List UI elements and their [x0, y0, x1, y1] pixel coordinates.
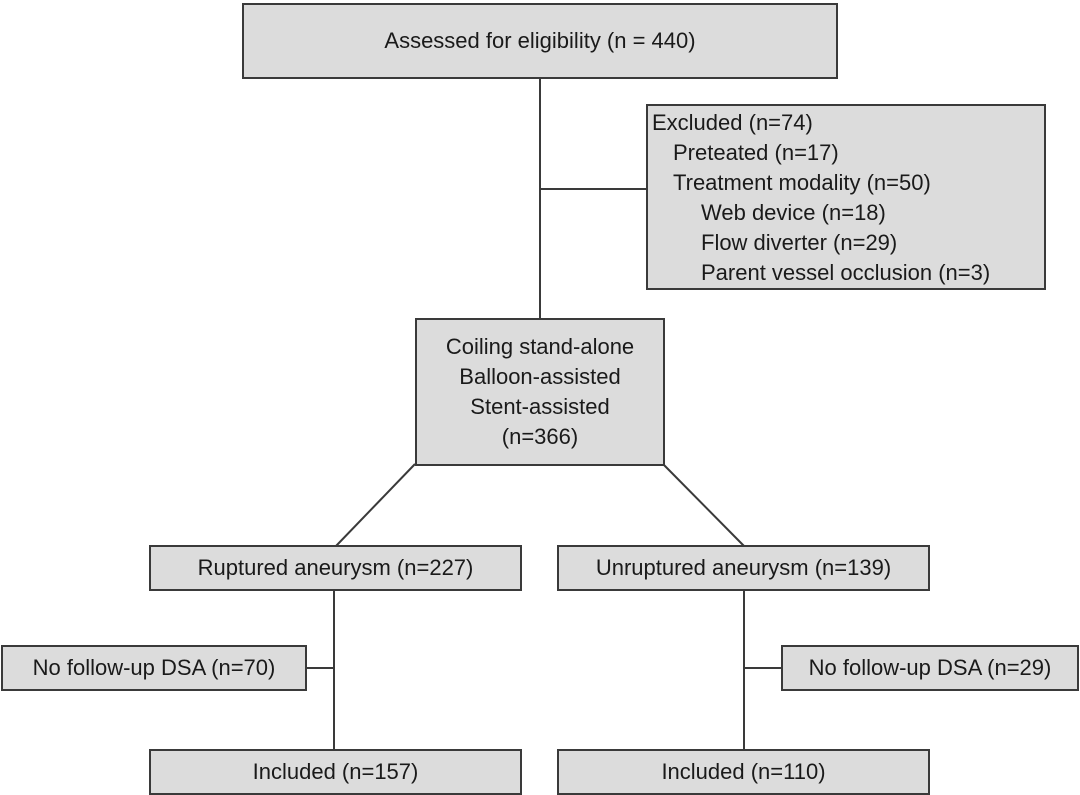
excluded-flow-diverter: Flow diverter (n=29) [701, 230, 898, 255]
no-follow-up-right-label: No follow-up DSA (n=29) [808, 655, 1052, 680]
coiling-line4: (n=366) [501, 424, 579, 449]
included-right-label: Included (n=110) [661, 759, 826, 784]
connector-coiling-to-unruptured [662, 463, 745, 547]
ruptured-box: Ruptured aneurysm (n=227) [149, 545, 522, 591]
connector-to-no-fu-right [744, 667, 782, 669]
excluded-box: Excluded (n=74) Preteated (n=17) Treatme… [646, 104, 1046, 290]
unruptured-box: Unruptured aneurysm (n=139) [557, 545, 930, 591]
excluded-web-device: Web device (n=18) [701, 200, 886, 225]
connector-ruptured-to-included [333, 590, 335, 750]
excluded-title: Excluded (n=74) [652, 110, 813, 135]
assessed-box: Assessed for eligibility (n = 440) [242, 3, 838, 79]
excluded-parent-vessel: Parent vessel occlusion (n=3) [701, 260, 991, 285]
assessed-label: Assessed for eligibility (n = 440) [384, 28, 696, 53]
connector-assessed-to-coiling [539, 78, 541, 320]
no-follow-up-left-box: No follow-up DSA (n=70) [1, 645, 307, 691]
included-left-label: Included (n=157) [252, 759, 419, 784]
connector-to-excluded [540, 188, 647, 190]
excluded-pretreated: Preteated (n=17) [673, 140, 839, 165]
included-right-box: Included (n=110) [557, 749, 930, 795]
coiling-line3: Stent-assisted [470, 394, 610, 419]
coiling-line1: Coiling stand-alone [445, 334, 635, 359]
no-follow-up-right-box: No follow-up DSA (n=29) [781, 645, 1079, 691]
excluded-modality: Treatment modality (n=50) [673, 170, 931, 195]
unruptured-label: Unruptured aneurysm (n=139) [595, 555, 892, 580]
no-follow-up-left-label: No follow-up DSA (n=70) [32, 655, 276, 680]
ruptured-label: Ruptured aneurysm (n=227) [197, 555, 474, 580]
included-left-box: Included (n=157) [149, 749, 522, 795]
connector-unruptured-to-included [743, 590, 745, 750]
coiling-box: Coiling stand-alone Balloon-assisted Ste… [415, 318, 665, 466]
connector-to-no-fu-left [306, 667, 334, 669]
coiling-line2: Balloon-assisted [459, 364, 621, 389]
connector-coiling-to-ruptured [335, 463, 416, 547]
